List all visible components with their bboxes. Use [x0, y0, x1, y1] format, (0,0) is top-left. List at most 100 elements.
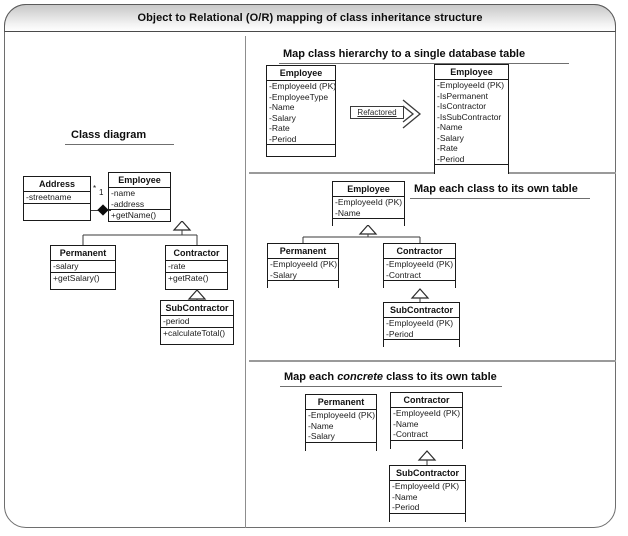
table-box-subcontractor-s3[interactable]: SubContractor -EmployeeId (PK) -Name -Pe… [389, 465, 466, 525]
table-columns: -EmployeeId (PK) -Name [333, 197, 404, 219]
table-column: -EmployeeId (PK) [392, 481, 460, 491]
class-attribute: -streetname [26, 192, 72, 202]
table-column: -Name [393, 418, 419, 429]
table-column: -Period [392, 502, 420, 512]
table-column: -Salary [269, 112, 296, 123]
section1-heading: Map class hierarchy to a single database… [279, 48, 569, 64]
table-column: -Name [392, 491, 418, 502]
table-column: -EmployeeId (PK) [437, 80, 505, 90]
table-footer-section [268, 281, 338, 292]
class-attributes: -period [161, 316, 233, 328]
window-titlebar: Object to Relational (O/R) mapping of cl… [4, 4, 616, 32]
table-footer-section [384, 281, 455, 292]
table-column: -EmployeeId (PK) [269, 81, 335, 91]
table-column: -Name [437, 122, 463, 132]
class-box-permanent[interactable]: Permanent -salary +getSalary() [50, 245, 116, 290]
class-attributes: -name -address [109, 188, 170, 210]
table-box-subcontractor-s2[interactable]: SubContractor -EmployeeId (PK) -Period [383, 302, 460, 351]
table-columns: -EmployeeId (PK) -Name -Period [390, 481, 465, 514]
table-box-permanent-s2[interactable]: Permanent -EmployeeId (PK) -Salary [267, 243, 339, 292]
table-column: -Name [269, 102, 295, 112]
class-operation: +getName() [111, 210, 157, 220]
table-box-contractor-s3[interactable]: Contractor -EmployeeId (PK) -Name -Contr… [390, 392, 463, 452]
table-columns: -EmployeeId (PK) -Contract [384, 259, 455, 281]
refactored-arrow: Refactored [350, 98, 430, 130]
table-box-contractor-s2[interactable]: Contractor -EmployeeId (PK) -Contract [383, 243, 456, 292]
table-column: -Name [335, 207, 361, 218]
table-column: -EmployeeType [269, 91, 329, 102]
heading-underline [410, 198, 590, 199]
class-box-subcontractor[interactable]: SubContractor -period +calculateTotal() [160, 300, 234, 345]
table-box-employee-before[interactable]: Employee -EmployeeId (PK) -EmployeeType … [266, 65, 336, 157]
table-column: -Rate [269, 123, 290, 133]
class-attributes: -salary [51, 261, 115, 273]
table-column: -Name [308, 420, 334, 431]
class-box-address[interactable]: Address -streetname [23, 176, 91, 221]
table-column: -Salary [270, 269, 297, 280]
table-columns: -EmployeeId (PK) -Period [384, 318, 459, 340]
table-column: -IsContractor [437, 101, 487, 111]
table-columns: -EmployeeId (PK) -Salary [268, 259, 338, 281]
table-footer-section [390, 513, 465, 525]
table-column: -Period [437, 153, 465, 164]
section2-heading: Map each class to its own table [410, 183, 590, 199]
horizontal-divider-1 [249, 172, 616, 174]
table-column: -EmployeeId (PK) [393, 408, 461, 418]
heading-underline [280, 386, 502, 387]
horizontal-divider-2 [249, 360, 616, 362]
class-operations: +getRate() [166, 272, 227, 283]
table-box-employee-after[interactable]: Employee -EmployeeId (PK) -IsPermanent -… [434, 64, 509, 176]
heading-underline [279, 63, 569, 64]
class-box-contractor[interactable]: Contractor -rate +getRate() [165, 245, 228, 290]
table-column: -EmployeeId (PK) [386, 259, 454, 269]
multiplicity-one: 1 [99, 188, 104, 197]
inheritance-connector-s2-employee [302, 225, 421, 243]
table-name: Employee [333, 182, 404, 197]
table-name: SubContractor [384, 303, 459, 318]
class-attribute: -address [111, 198, 145, 209]
table-name: Contractor [391, 393, 462, 408]
arrow-head-icon [402, 99, 422, 129]
refactored-label-box: Refactored [350, 106, 404, 119]
table-name: SubContractor [390, 466, 465, 481]
table-column: -Salary [308, 431, 335, 441]
table-name: Employee [435, 65, 508, 80]
inheritance-connector-contractor [187, 289, 207, 301]
table-box-employee-s2[interactable]: Employee -EmployeeId (PK) -Name [332, 181, 405, 230]
table-column: -EmployeeId (PK) [308, 410, 376, 420]
table-footer-section [391, 440, 462, 452]
table-columns: -EmployeeId (PK) -IsPermanent -IsContrac… [435, 80, 508, 165]
class-operations: +getSalary() [51, 272, 115, 283]
class-operations: +calculateTotal() [161, 327, 233, 338]
table-footer-section [333, 219, 404, 230]
table-column: -Rate [437, 143, 458, 153]
table-footer-section [384, 340, 459, 351]
table-name: Contractor [384, 244, 455, 259]
section3-heading: Map each concrete class to its own table [280, 371, 502, 387]
class-attributes: -streetname [24, 192, 90, 204]
refactored-label: Refactored [357, 108, 397, 117]
inheritance-connector-s2-contractor [410, 288, 430, 302]
class-box-employee[interactable]: Employee -name -address +getName() [108, 172, 171, 222]
class-name: Address [24, 177, 90, 192]
section3-heading-italic: concrete [337, 371, 384, 383]
heading-underline [65, 144, 174, 145]
table-column: -EmployeeId (PK) [335, 197, 403, 207]
table-columns: -EmployeeId (PK) -Name -Contract [391, 408, 462, 441]
class-attribute: -rate [168, 261, 186, 271]
table-column: -EmployeeId (PK) [386, 318, 454, 328]
table-column: -IsPermanent [437, 90, 489, 101]
class-name: Contractor [166, 246, 227, 261]
table-column: -Period [269, 133, 297, 144]
table-name: Permanent [268, 244, 338, 259]
vertical-divider [245, 36, 246, 528]
class-name: Permanent [51, 246, 115, 261]
table-column: -IsSubContractor [437, 111, 502, 122]
table-columns: -EmployeeId (PK) -EmployeeType -Name -Sa… [267, 81, 335, 145]
table-box-permanent-s3[interactable]: Permanent -EmployeeId (PK) -Name -Salary [305, 394, 377, 454]
table-name: Employee [267, 66, 335, 81]
class-attributes: -rate [166, 261, 227, 273]
table-column: -EmployeeId (PK) [270, 259, 338, 269]
table-column: -Period [386, 328, 414, 339]
class-operations: +getName() [109, 210, 170, 221]
